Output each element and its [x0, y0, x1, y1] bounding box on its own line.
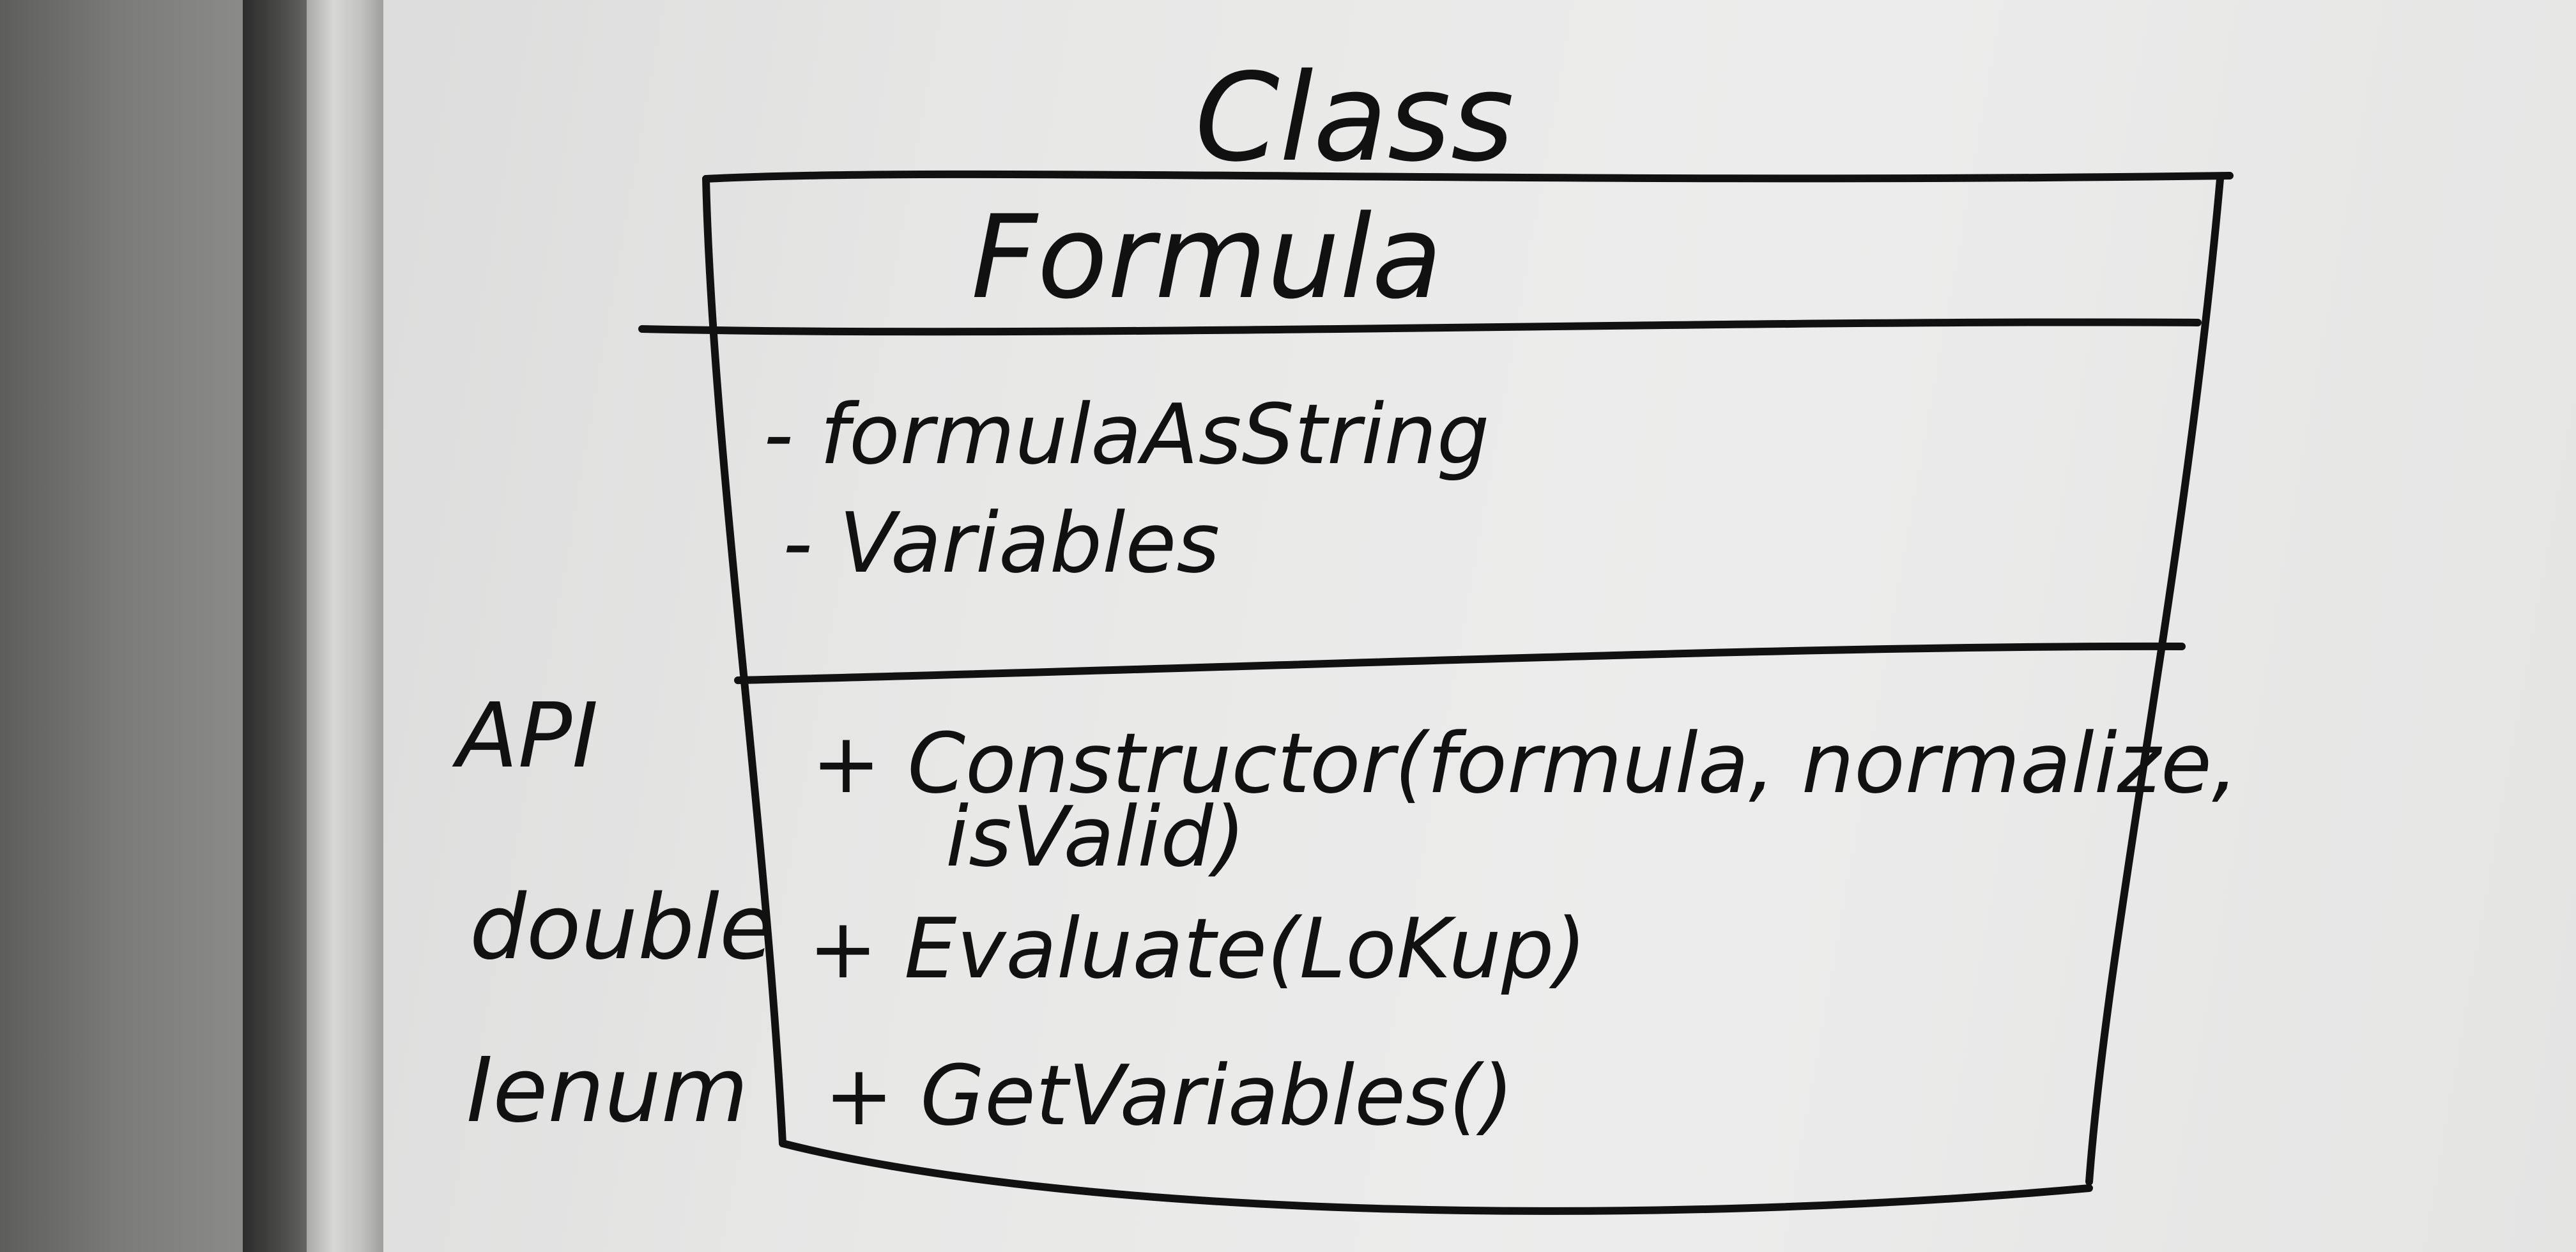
whiteboard-frame-shadow — [243, 0, 313, 1252]
class-box-left-border — [702, 175, 786, 1147]
method-evaluate: + Evaluate(LoKup) — [808, 900, 1586, 997]
class-name-text: Formula — [971, 191, 1442, 324]
class-box — [638, 170, 2234, 1215]
side-note-api: API — [452, 684, 598, 788]
side-note-ienum: Ienum — [466, 1039, 748, 1143]
class-box-bottom-border — [779, 1140, 2093, 1215]
method-constructor: + Constructor(formula, normalize, — [811, 715, 2238, 812]
whiteboard-surface — [383, 0, 2576, 1252]
wall — [0, 0, 256, 1252]
attributes-divider — [734, 642, 2186, 684]
method-get-variables: + GetVariables() — [824, 1047, 1514, 1144]
class-box-top-border — [702, 170, 2234, 183]
class-box-right-border — [2085, 175, 2224, 1186]
attribute-variables: - Variables — [783, 494, 1220, 592]
attribute-formula-as-string: - formulaAsString — [763, 386, 1489, 483]
side-note-double: double — [470, 876, 774, 980]
whiteboard-frame — [307, 0, 383, 1252]
class-name-divider — [638, 318, 2202, 336]
heading-text: Class — [1195, 47, 1514, 188]
method-constructor-continued: isValid) — [946, 788, 1246, 885]
